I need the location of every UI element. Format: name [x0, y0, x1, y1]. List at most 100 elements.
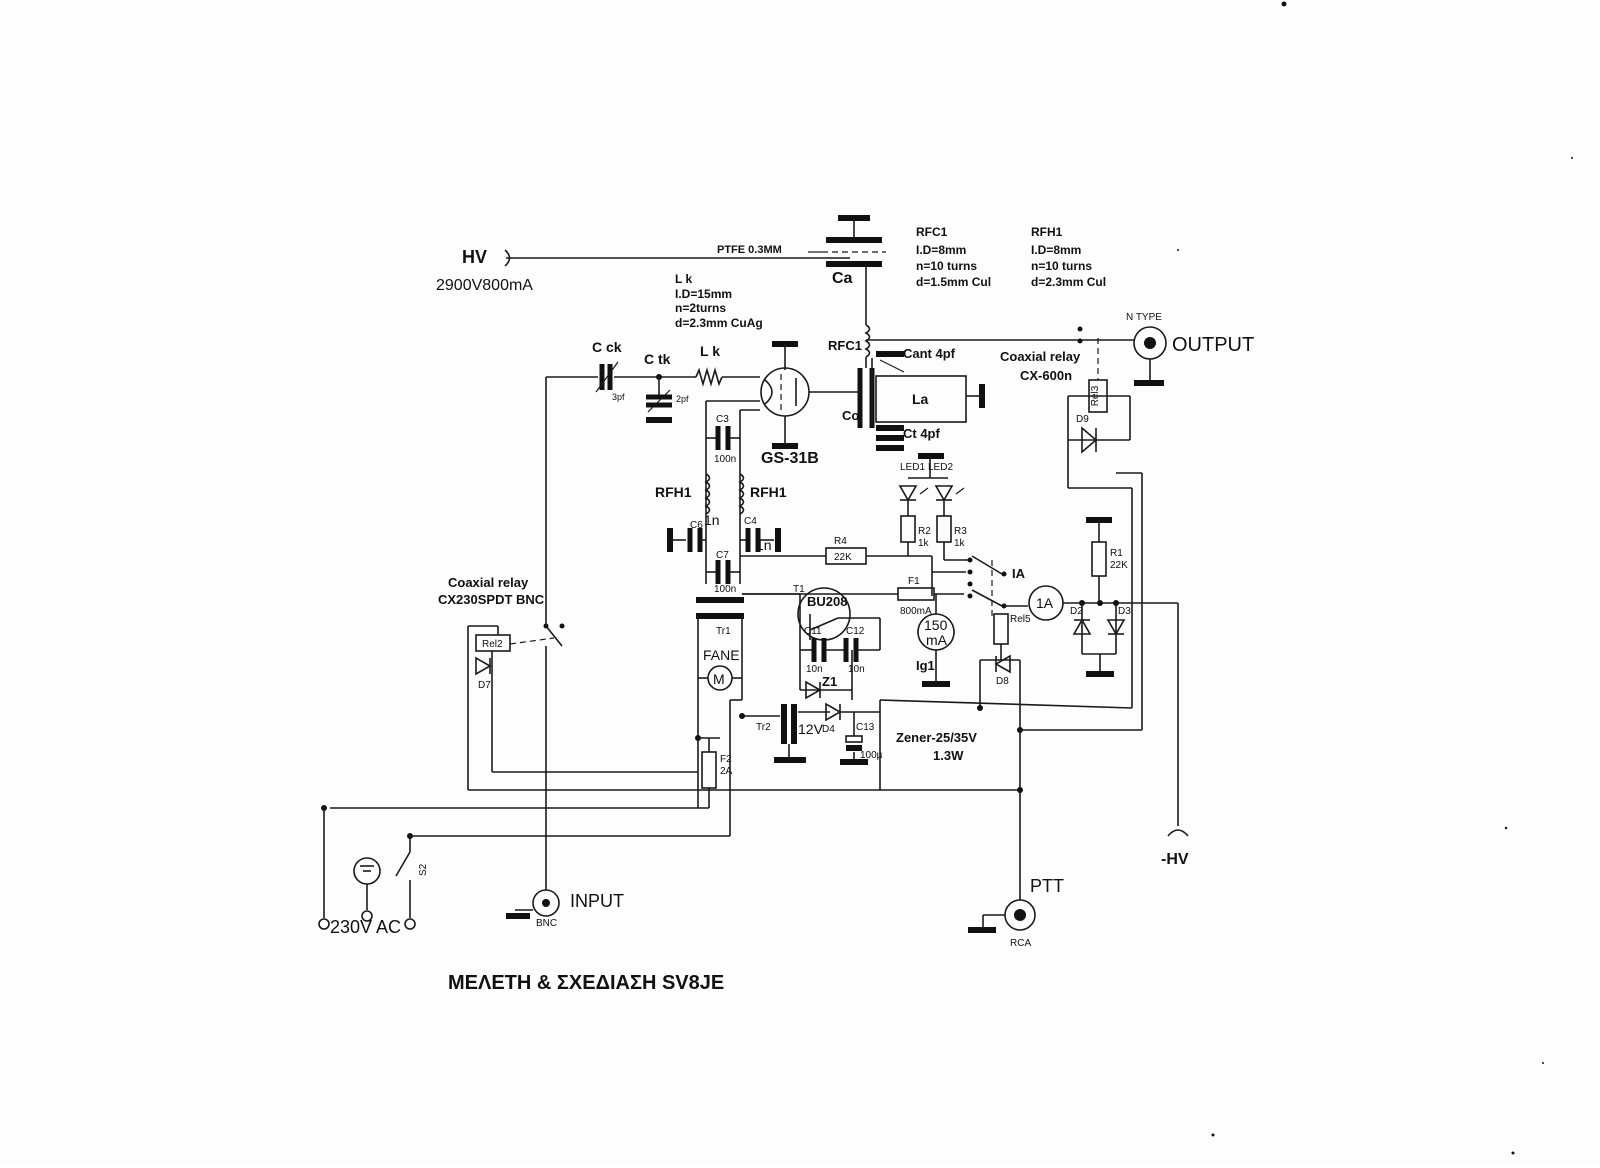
tank-network-la: La Cant 4pf Ct 4pf [866, 339, 1076, 451]
anode-capacitor-ca: Ca [822, 215, 886, 287]
svg-text:22K: 22K [834, 552, 852, 563]
svg-text:C13: C13 [856, 722, 875, 733]
rfc1-choke: RFC1 [828, 264, 871, 368]
svg-text:2A: 2A [720, 766, 733, 777]
tube-gs31b: GS-31B [705, 341, 860, 584]
svg-text:RFC1: RFC1 [828, 338, 862, 353]
fuse-f1: F1 800mA [897, 576, 964, 617]
supply-rails [468, 690, 1142, 900]
svg-text:BU208: BU208 [807, 594, 847, 609]
svg-text:M: M [713, 671, 725, 687]
hv-input: HV 2900V800mA PTFE 0.3MM [436, 244, 850, 294]
svg-text:800mA: 800mA [900, 606, 932, 617]
svg-text:2900V800mA: 2900V800mA [436, 277, 533, 294]
svg-text:100µ: 100µ [860, 750, 883, 761]
capacitor-c3: C3 100n [706, 414, 740, 465]
svg-text:10n: 10n [806, 664, 823, 675]
svg-text:Tr2: Tr2 [756, 722, 771, 733]
svg-text:S2: S2 [418, 863, 429, 876]
svg-text:I.D=8mm: I.D=8mm [916, 243, 966, 257]
svg-text:1A: 1A [1036, 595, 1054, 611]
svg-text:F1: F1 [908, 576, 920, 587]
svg-text:ΜΕΛΕΤΗ & ΣΧΕΔΙΑΣΗ SV8JE: ΜΕΛΕΤΗ & ΣΧΕΔΙΑΣΗ SV8JE [448, 972, 724, 994]
grid-meter-150ma: 150 mA Ig1 [916, 594, 955, 687]
svg-text:Ig1: Ig1 [916, 658, 935, 673]
svg-text:R1: R1 [1110, 548, 1123, 559]
capacitor-c13: C13 100µ [840, 712, 883, 765]
relay-rel5: Rel5 D8 [977, 613, 1031, 733]
svg-text:Rel2: Rel2 [482, 639, 503, 650]
diodes-d2-d3: D2 D3 [1070, 603, 1131, 677]
anode-meter-1a: 1A [1004, 585, 1189, 837]
svg-text:22K: 22K [1110, 560, 1128, 571]
svg-text:D3: D3 [1118, 606, 1131, 617]
svg-text:100n: 100n [714, 584, 736, 595]
svg-text:Tr1: Tr1 [716, 626, 731, 637]
svg-text:10n: 10n [848, 664, 865, 675]
svg-text:12V: 12V [798, 721, 824, 737]
svg-text:RFH1: RFH1 [1031, 225, 1063, 239]
transformer-tr2: Tr2 12V [739, 704, 830, 763]
svg-text:C12: C12 [846, 626, 865, 637]
svg-text:D9: D9 [1076, 414, 1089, 425]
svg-text:n=2turns: n=2turns [675, 301, 726, 315]
fan-motor: FANE M [698, 647, 742, 691]
svg-text:1k: 1k [954, 538, 966, 549]
rfh1-spec: RFH1 I.D=8mm n=10 turns d=2.3mm Cul [1031, 225, 1106, 289]
svg-text:RFC1: RFC1 [916, 225, 948, 239]
diode-d4: D4 [822, 700, 881, 780]
svg-text:Co: Co [842, 408, 859, 423]
svg-text:LED2: LED2 [928, 462, 953, 473]
capacitors-c11-c12: C11 10n C12 10n [799, 618, 881, 690]
svg-text:BNC: BNC [536, 918, 557, 929]
fuse-f2: F2 2A [330, 735, 733, 809]
svg-text:C4: C4 [744, 516, 757, 527]
svg-text:100n: 100n [714, 454, 736, 465]
svg-text:C3: C3 [716, 414, 729, 425]
led-indicators: LED1 LED2 R2 1k R3 1k [898, 453, 972, 573]
svg-text:R4: R4 [834, 536, 847, 547]
svg-text:L k: L k [675, 272, 692, 286]
transistor-t1-bu208: BU208 T1 [742, 584, 898, 641]
capacitors-c6-c4: C6 1n C4 1n [667, 512, 781, 553]
svg-text:R3: R3 [954, 526, 967, 537]
svg-text:Z1: Z1 [822, 674, 837, 689]
svg-text:1k: 1k [918, 538, 930, 549]
svg-text:LED1: LED1 [900, 462, 925, 473]
svg-text:n=10 turns: n=10 turns [916, 259, 977, 273]
svg-text:Ca: Ca [832, 270, 853, 287]
svg-text:N TYPE: N TYPE [1126, 312, 1162, 323]
output-coaxial-relay: Coaxial relay CX-600n Rel3 D9 [1000, 338, 1143, 730]
svg-text:RFH1: RFH1 [655, 484, 692, 500]
svg-text:T1: T1 [793, 584, 805, 595]
svg-text:PTFE 0.3MM: PTFE 0.3MM [717, 244, 782, 256]
rfh1-chokes: RFH1 RFH1 [655, 473, 787, 515]
svg-text:d=2.3mm Cul: d=2.3mm Cul [1031, 275, 1106, 289]
negative-hv: -HV [1161, 851, 1189, 868]
svg-text:D2: D2 [1070, 606, 1083, 617]
svg-text:D8: D8 [996, 676, 1009, 687]
svg-text:1n: 1n [756, 537, 772, 553]
svg-text:IA: IA [1012, 566, 1026, 581]
svg-text:Ct 4pf: Ct 4pf [903, 426, 941, 441]
svg-text:2pf: 2pf [676, 394, 689, 404]
svg-text:D7: D7 [478, 680, 491, 691]
svg-text:I.D=15mm: I.D=15mm [675, 287, 732, 301]
svg-text:PTT: PTT [1030, 876, 1064, 896]
svg-text:Zener-25/35V: Zener-25/35V [896, 730, 977, 745]
svg-text:d=2.3mm CuAg: d=2.3mm CuAg [675, 316, 763, 330]
svg-text:HV: HV [462, 247, 487, 267]
zener-z1: Z1 [800, 650, 853, 700]
zener-note: Zener-25/35V 1.3W [896, 730, 977, 763]
svg-text:mA: mA [926, 632, 948, 648]
svg-text:RFH1: RFH1 [750, 484, 787, 500]
svg-text:Coaxial relay: Coaxial relay [448, 575, 529, 590]
svg-text:1n: 1n [704, 512, 720, 528]
svg-text:F2: F2 [720, 754, 732, 765]
svg-text:230V AC: 230V AC [330, 917, 401, 937]
svg-text:n=10 turns: n=10 turns [1031, 259, 1092, 273]
svg-text:3pf: 3pf [612, 392, 625, 402]
svg-text:RCA: RCA [1010, 938, 1031, 949]
svg-text:d=1.5mm Cul: d=1.5mm Cul [916, 275, 991, 289]
